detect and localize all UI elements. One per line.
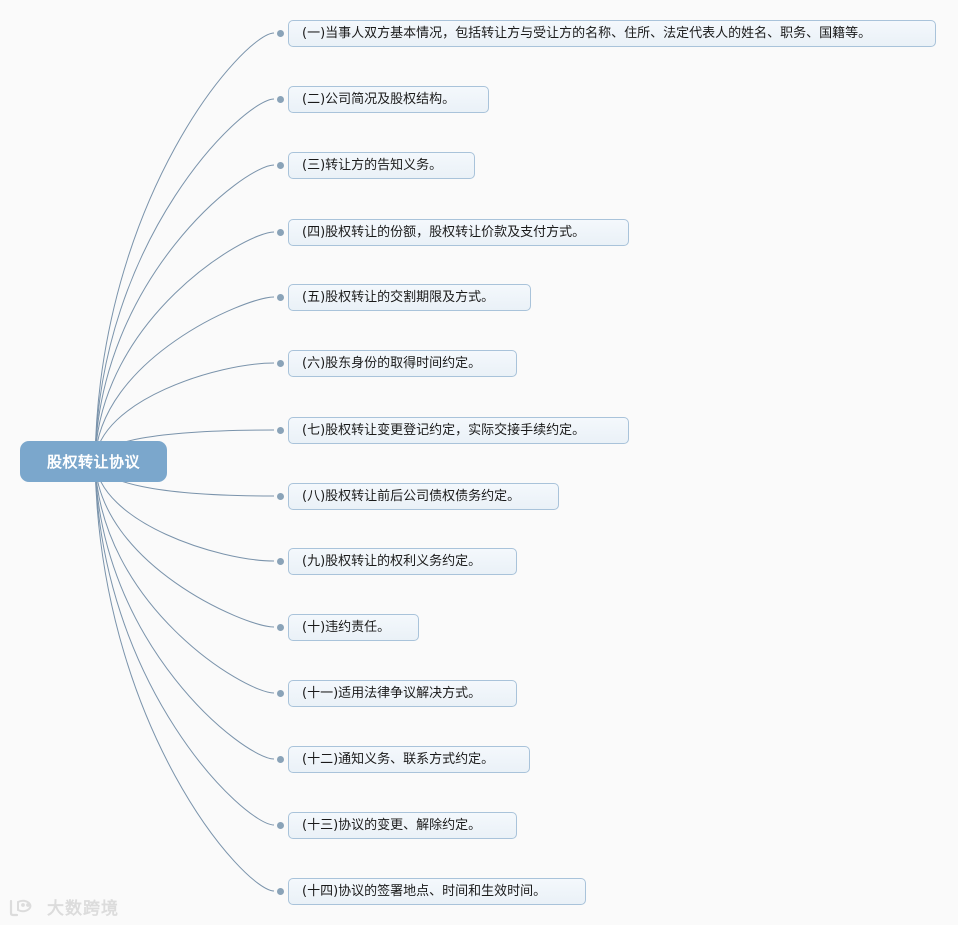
mindmap-node-12[interactable]: (十二)通知义务、联系方式约定。 xyxy=(288,746,530,773)
mindmap-edge-10 xyxy=(94,460,275,628)
mindmap-node-10[interactable]: (十)违约责任。 xyxy=(288,614,419,641)
mindmap-node-bullet-12[interactable] xyxy=(277,755,284,763)
mindmap-node-label: (三)转让方的告知义务。 xyxy=(302,158,443,173)
mindmap-node-label: (六)股东身份的取得时间约定。 xyxy=(302,356,482,371)
mindmap-node-label: (五)股权转让的交割期限及方式。 xyxy=(302,290,495,305)
mindmap-node-14[interactable]: (十四)协议的签署地点、时间和生效时间。 xyxy=(288,878,586,905)
root-node[interactable]: 股权转让协议 xyxy=(20,441,167,482)
mindmap-node-label: (八)股权转让前后公司债权债务约定。 xyxy=(302,489,521,504)
mindmap-node-label: (九)股权转让的权利义务约定。 xyxy=(302,554,482,569)
mindmap-node-11[interactable]: (十一)适用法律争议解决方式。 xyxy=(288,680,517,707)
mindmap-node-label: (一)当事人双方基本情况，包括转让方与受让方的名称、住所、法定代表人的姓名、职务… xyxy=(302,26,872,41)
mindmap-node-label: (二)公司简况及股权结构。 xyxy=(302,92,456,107)
watermark-logo-icon xyxy=(9,899,32,916)
mindmap-node-label: (十一)适用法律争议解决方式。 xyxy=(302,686,482,701)
mindmap-node-label: (七)股权转让变更登记约定，实际交接手续约定。 xyxy=(302,423,586,438)
mindmap-node-bullet-3[interactable] xyxy=(277,161,284,169)
mindmap-node-label: (十四)协议的签署地点、时间和生效时间。 xyxy=(302,884,547,899)
mindmap-node-label: (十三)协议的变更、解除约定。 xyxy=(302,818,482,833)
mindmap-node-label: (十)违约责任。 xyxy=(302,620,391,635)
mindmap-node-2[interactable]: (二)公司简况及股权结构。 xyxy=(288,86,489,113)
mindmap-edge-1 xyxy=(94,32,275,462)
mindmap-node-8[interactable]: (八)股权转让前后公司债权债务约定。 xyxy=(288,483,559,510)
mindmap-node-bullet-11[interactable] xyxy=(277,689,284,697)
mindmap-node-4[interactable]: (四)股权转让的份额，股权转让价款及支付方式。 xyxy=(288,219,629,246)
mindmap-node-bullet-1[interactable] xyxy=(277,29,284,37)
mindmap-node-bullet-13[interactable] xyxy=(277,821,284,829)
mindmap-edge-3 xyxy=(94,164,275,462)
mindmap-edge-14 xyxy=(94,460,275,892)
mindmap-node-1[interactable]: (一)当事人双方基本情况，包括转让方与受让方的名称、住所、法定代表人的姓名、职务… xyxy=(288,20,936,47)
mindmap-node-7[interactable]: (七)股权转让变更登记约定，实际交接手续约定。 xyxy=(288,417,629,444)
mindmap-node-5[interactable]: (五)股权转让的交割期限及方式。 xyxy=(288,284,531,311)
mindmap-node-bullet-9[interactable] xyxy=(277,557,284,565)
watermark: 大数跨境 xyxy=(8,894,119,919)
mindmap-node-bullet-5[interactable] xyxy=(277,293,284,301)
root-node-label: 股权转让协议 xyxy=(46,453,140,471)
mindmap-node-bullet-10[interactable] xyxy=(277,623,284,631)
mindmap-node-bullet-4[interactable] xyxy=(277,228,284,236)
mindmap-node-13[interactable]: (十三)协议的变更、解除约定。 xyxy=(288,812,517,839)
mindmap-node-bullet-14[interactable] xyxy=(277,887,284,895)
mindmap-edge-2 xyxy=(94,98,275,462)
mindmap-node-bullet-6[interactable] xyxy=(277,359,284,367)
mindmap-node-label: (四)股权转让的份额，股权转让价款及支付方式。 xyxy=(302,225,586,240)
mindmap-edge-13 xyxy=(94,460,275,826)
mindmap-node-bullet-2[interactable] xyxy=(277,95,284,103)
mindmap-node-bullet-8[interactable] xyxy=(277,492,284,500)
mindmap-node-9[interactable]: (九)股权转让的权利义务约定。 xyxy=(288,548,517,575)
mindmap-node-3[interactable]: (三)转让方的告知义务。 xyxy=(288,152,475,179)
mindmap-edge-12 xyxy=(94,460,275,760)
mindmap-edge-5 xyxy=(94,296,275,462)
mindmap-node-6[interactable]: (六)股东身份的取得时间约定。 xyxy=(288,350,517,377)
mindmap-node-label: (十二)通知义务、联系方式约定。 xyxy=(302,752,495,767)
mindmap-edge-4 xyxy=(94,231,275,462)
mindmap-node-bullet-7[interactable] xyxy=(277,426,284,434)
watermark-text: 大数跨境 xyxy=(47,899,119,919)
mindmap-edge-11 xyxy=(94,460,275,694)
